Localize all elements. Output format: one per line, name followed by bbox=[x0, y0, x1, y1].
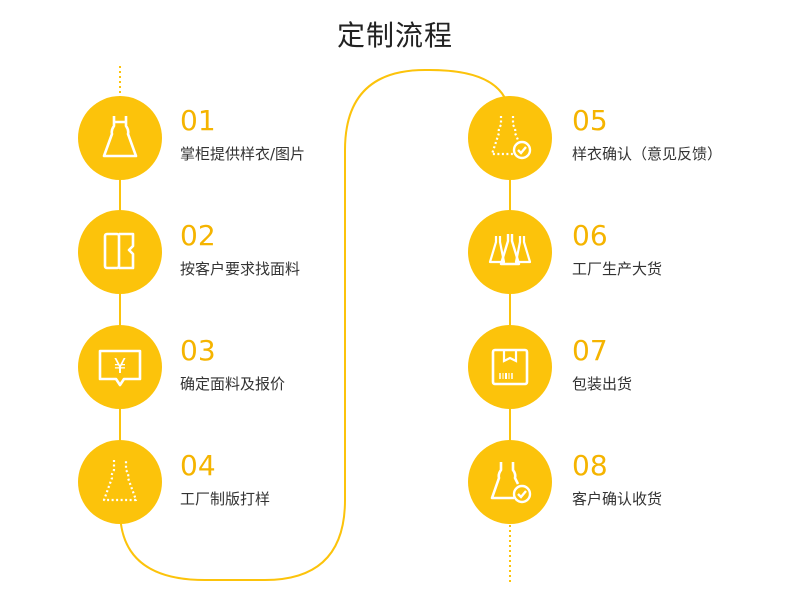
step-06-number: 06 bbox=[572, 219, 608, 252]
dress-pattern-icon bbox=[102, 460, 138, 502]
step-06-circle bbox=[468, 210, 552, 294]
step-04-label: 工厂制版打样 bbox=[180, 490, 271, 508]
step-08-label: 客户确认收货 bbox=[572, 490, 663, 508]
step-03-number: 03 bbox=[180, 334, 216, 367]
step-01-circle bbox=[78, 96, 162, 180]
dress-confirm-icon bbox=[490, 462, 532, 504]
step-06-label: 工厂生产大货 bbox=[572, 260, 663, 278]
step-08-circle bbox=[468, 440, 552, 524]
step-02-circle bbox=[78, 210, 162, 294]
step-01-label: 掌柜提供样衣/图片 bbox=[180, 145, 306, 163]
step-02-number: 02 bbox=[180, 219, 216, 252]
multiple-dresses-icon bbox=[488, 234, 532, 266]
page-title: 定制流程 bbox=[336, 19, 453, 52]
step-05-circle bbox=[468, 96, 552, 180]
dress-check-icon bbox=[490, 116, 532, 160]
step-02-label: 按客户要求找面料 bbox=[180, 260, 301, 278]
step-05-label: 样衣确认（意见反馈） bbox=[572, 145, 723, 163]
step-08-number: 08 bbox=[572, 449, 608, 482]
step-03-label: 确定面料及报价 bbox=[180, 375, 286, 393]
step-04-circle bbox=[78, 440, 162, 524]
step-05-number: 05 bbox=[572, 104, 608, 137]
step-07-number: 07 bbox=[572, 334, 608, 367]
step-04-number: 04 bbox=[180, 449, 216, 482]
step-07-circle bbox=[468, 325, 552, 409]
svg-text:¥: ¥ bbox=[114, 354, 127, 378]
dress-icon bbox=[102, 116, 138, 158]
price-yuan-icon: ¥ bbox=[98, 349, 142, 387]
fabric-swatch-icon bbox=[103, 232, 135, 270]
step-01-number: 01 bbox=[180, 104, 216, 137]
step-03-circle: ¥ bbox=[78, 325, 162, 409]
step-07-label: 包装出货 bbox=[572, 375, 633, 393]
package-icon bbox=[491, 348, 529, 386]
